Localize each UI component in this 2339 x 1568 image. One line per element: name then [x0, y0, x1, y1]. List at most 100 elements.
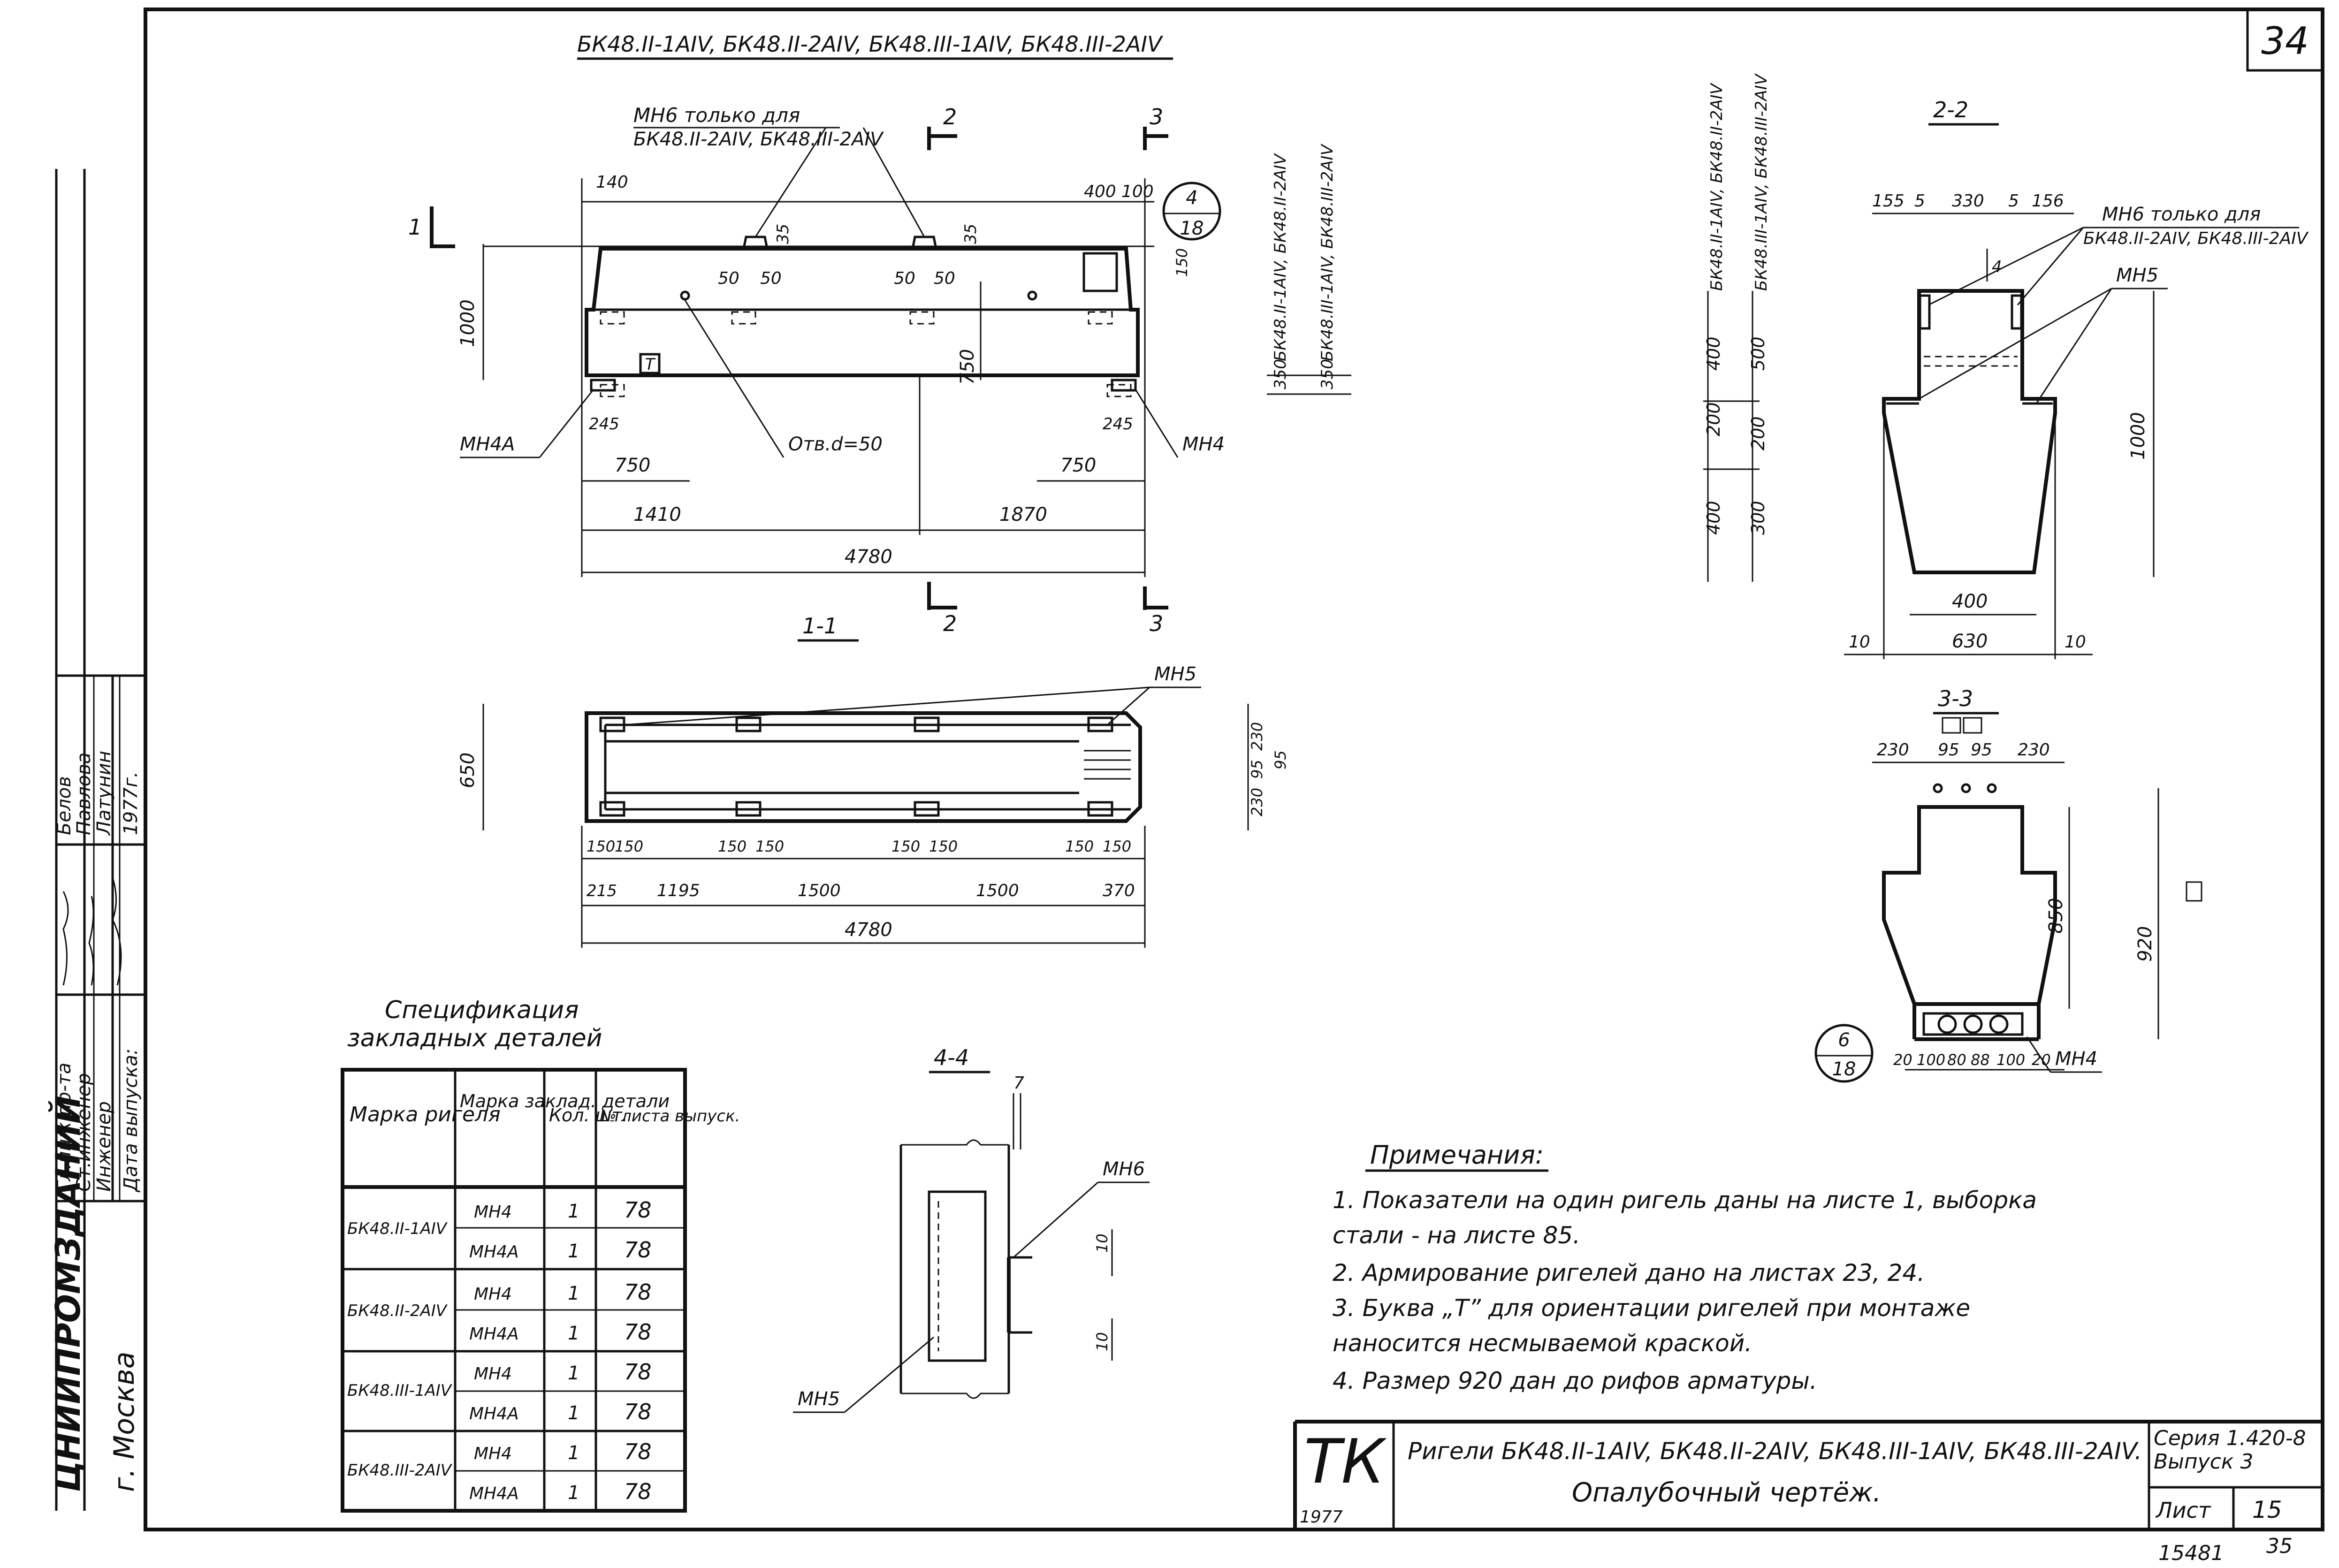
- sec22-top-3: 330: [1952, 191, 1984, 211]
- sec22-d10a: 10: [1849, 632, 1870, 652]
- note-line-1: 1. Показатели на один ригель даны на лис…: [1333, 1187, 2037, 1214]
- spec-r1-b-mark: МН4А: [469, 1242, 519, 1262]
- stamp-org: ЦНИИПРОМЗДАНИЙ: [48, 1096, 88, 1492]
- corner-number: 34: [2261, 19, 2309, 63]
- sec22-mn5: МН5: [2116, 265, 2158, 286]
- dim-750b: 750: [1060, 455, 1096, 476]
- sec44-mn6: МН6: [1103, 1158, 1145, 1180]
- sec22-mn6-1: МН6 только для: [2102, 204, 2261, 225]
- front-vert-label-2: БК48.III-1АIV, БК48.III-2АIV: [1318, 143, 1337, 361]
- spec-r2-a-sheet: 78: [624, 1279, 652, 1305]
- spec-r1-b-sheet: 78: [624, 1237, 652, 1263]
- header-title: БК48.II-1АIV, БК48.II-2АIV, БК48.III-1АI…: [577, 31, 1164, 57]
- stamp-name-2: Павлова: [73, 753, 95, 835]
- notes-title: Примечания:: [1370, 1140, 1544, 1170]
- title-block: ТК 1977 Ригели БК48.II-1АIV, БК48.II-2АI…: [1293, 1420, 2323, 1565]
- spec-r4-a-mark: МН4: [474, 1444, 512, 1463]
- spec-table: Спецификация закладных деталей Марка риг…: [341, 996, 740, 1513]
- cut3-bot: 3: [1150, 611, 1163, 636]
- plan-d150-1: 150: [587, 837, 615, 855]
- dim-140: 140: [596, 173, 628, 192]
- spec-r3-b-qty: 1: [568, 1402, 579, 1424]
- stamp-role-2: Ст.инженер: [73, 1073, 95, 1192]
- stamp-role-1: Гл.инж.пр-та: [53, 1063, 75, 1192]
- tb-name-1: Ригели БК48.II-1АIV, БК48.II-2АIV, БК48.…: [1408, 1438, 2142, 1465]
- sec33-b-2: 100: [1917, 1051, 1945, 1069]
- sec33-b-5: 100: [1996, 1051, 2025, 1069]
- cut2-top: 2: [943, 104, 957, 129]
- sec33-b-4: 88: [1971, 1051, 1990, 1069]
- dim-750a: 750: [615, 455, 650, 476]
- notes: Примечания: 1. Показатели на один ригель…: [1333, 1140, 2037, 1394]
- sec33-title: 3-3: [1938, 686, 1973, 711]
- spec-r3-rigel: БК48.III-1АIV: [347, 1381, 453, 1400]
- spec-r3-a-mark: МН4: [474, 1364, 512, 1384]
- sec22-top-2: 5: [1914, 191, 1925, 211]
- spec-r4-b-sheet: 78: [624, 1479, 652, 1504]
- stamp-signatures: [62, 877, 122, 986]
- plan-outline: [585, 711, 1142, 823]
- dim-50d: 50: [934, 269, 955, 288]
- mn4-plate: [1111, 379, 1137, 392]
- sec44-mn5-plate: [928, 1190, 987, 1362]
- spec-r4-rigel: БК48.III-2АIV: [347, 1461, 453, 1480]
- spec-r4-a-sheet: 78: [624, 1439, 652, 1464]
- sec22-l2-1: 500: [1748, 336, 1768, 371]
- sec22-l2-2: 200: [1748, 416, 1768, 450]
- stamp-role-3: Инженер: [93, 1101, 115, 1192]
- sec33-mn4: МН4: [2055, 1048, 2097, 1070]
- spec-r2-rigel: БК48.II-2АIV: [347, 1302, 448, 1320]
- spec-r2-b-sheet: 78: [624, 1319, 652, 1345]
- dim-50b: 50: [760, 269, 782, 288]
- plan-d150-8: 150: [1103, 837, 1131, 855]
- tb-archive-no: 15481: [2158, 1541, 2224, 1565]
- dim-35a: 35: [774, 224, 792, 244]
- sec44-d7: 7: [1013, 1073, 1024, 1093]
- plan-d150-7: 150: [1065, 837, 1094, 855]
- spec-h4: № листа выпуск.: [599, 1107, 740, 1126]
- sec22-l1-1: 400: [1703, 336, 1724, 371]
- sec22-l1-3: 400: [1703, 501, 1724, 535]
- dim-100: 100: [1121, 182, 1154, 201]
- spec-r4-b-qty: 1: [568, 1482, 579, 1504]
- tb-series-1: Серия 1.420-8: [2154, 1426, 2306, 1450]
- dim-95a: 95: [1248, 760, 1266, 779]
- front-label-mn4a: МН4А: [460, 434, 515, 455]
- spec-title-2: закладных деталей: [347, 1024, 602, 1052]
- dim-50a: 50: [718, 269, 739, 288]
- note-line-2: стали - на листе 85.: [1333, 1222, 1580, 1249]
- sec33-ref-circle: [1814, 1024, 1874, 1083]
- sec22-vert-1: БК48.II-1АIV, БК48.II-2АIV: [1707, 82, 1726, 291]
- sec33-b-3: 80: [1947, 1051, 1966, 1069]
- spec-r3-a-sheet: 78: [624, 1359, 652, 1385]
- sec22-vert-2: БК48.III-1АIV, БК48.III-2АIV: [1752, 73, 1771, 291]
- dim-215: 215: [587, 882, 617, 900]
- sec22-l2-3: 300: [1748, 501, 1768, 535]
- dim-1000: 1000: [457, 299, 479, 347]
- spec-r1-a-sheet: 78: [624, 1197, 652, 1223]
- side-stamp: ЦНИИПРОМЗДАНИЙ г. Москва Гл.инж.пр-та Ст…: [48, 169, 145, 1511]
- note-line-5: наносится несмываемой краской.: [1333, 1330, 1752, 1357]
- sec22-l1-2: 200: [1703, 402, 1724, 436]
- front-title: 1-1: [802, 613, 838, 639]
- dim-4780-front: 4780: [845, 546, 892, 568]
- sec22-d10b: 10: [2065, 632, 2086, 652]
- sheet-frame: [144, 8, 2324, 1531]
- dim-230b: 230: [1248, 788, 1266, 816]
- dim-150: 150: [1173, 248, 1191, 277]
- spec-r2-b-qty: 1: [568, 1323, 579, 1344]
- plan-view: МН5 650 230 95 230 95 150 150 150 150 15…: [457, 663, 1289, 948]
- tb-name-2: Опалубочный чертёж.: [1572, 1477, 1881, 1508]
- spec-r3-b-mark: МН4А: [469, 1404, 519, 1423]
- stamp-name-1: Белов: [53, 776, 75, 835]
- sec22-title: 2-2: [1933, 97, 1968, 122]
- spec-r2-a-qty: 1: [568, 1283, 579, 1304]
- dim-1500a: 1500: [798, 881, 841, 900]
- dim-1410: 1410: [633, 504, 681, 525]
- plan-label-mn5: МН5: [1154, 663, 1196, 685]
- circle-top: 4: [1186, 187, 1197, 209]
- cut2-bot: 2: [943, 611, 957, 636]
- spec-r3-a-qty: 1: [568, 1362, 579, 1384]
- tb-series-2: Выпуск 3: [2154, 1450, 2253, 1474]
